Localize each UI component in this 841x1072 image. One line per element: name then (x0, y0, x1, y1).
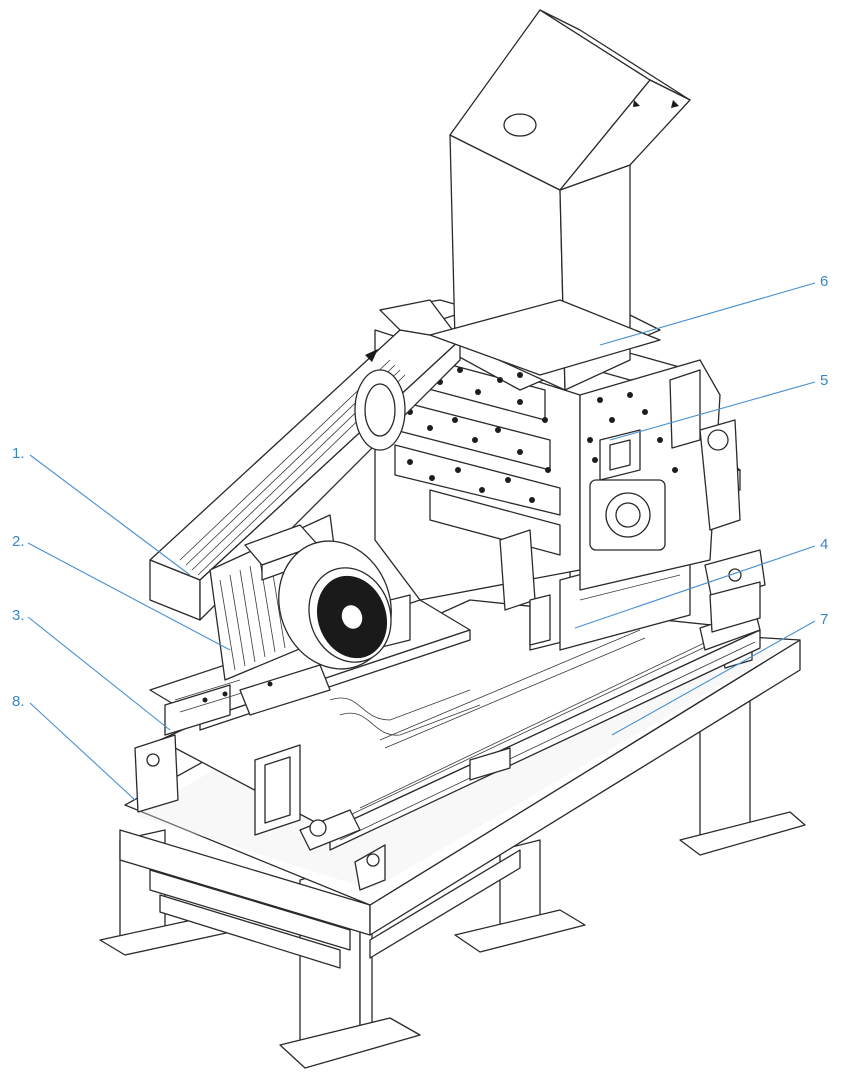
leader-line-1 (29, 454, 191, 576)
callout-7: 7 (820, 611, 828, 628)
callout-1: 1. (12, 445, 25, 462)
base-skid-rails (134, 599, 761, 851)
callout-8: 8. (12, 693, 25, 710)
callout-6: 6 (820, 273, 828, 290)
leader-line-3 (27, 616, 171, 731)
callout-labels: 1. 2. 3. 4 5 6 7 8. (12, 273, 828, 710)
leader-line-4 (574, 545, 816, 629)
callout-5: 5 (820, 372, 828, 389)
leader-line-2 (27, 542, 231, 651)
leader-line-7 (611, 620, 816, 736)
leader-line-6 (599, 282, 816, 346)
electric-motor (209, 514, 392, 681)
feed-chute (429, 9, 691, 391)
leader-line-5 (609, 381, 816, 441)
callout-4: 4 (820, 536, 828, 553)
callout-3: 3. (12, 607, 25, 624)
callout-leaders (27, 282, 816, 801)
leader-line-8 (29, 702, 136, 801)
callout-2: 2. (12, 533, 25, 550)
